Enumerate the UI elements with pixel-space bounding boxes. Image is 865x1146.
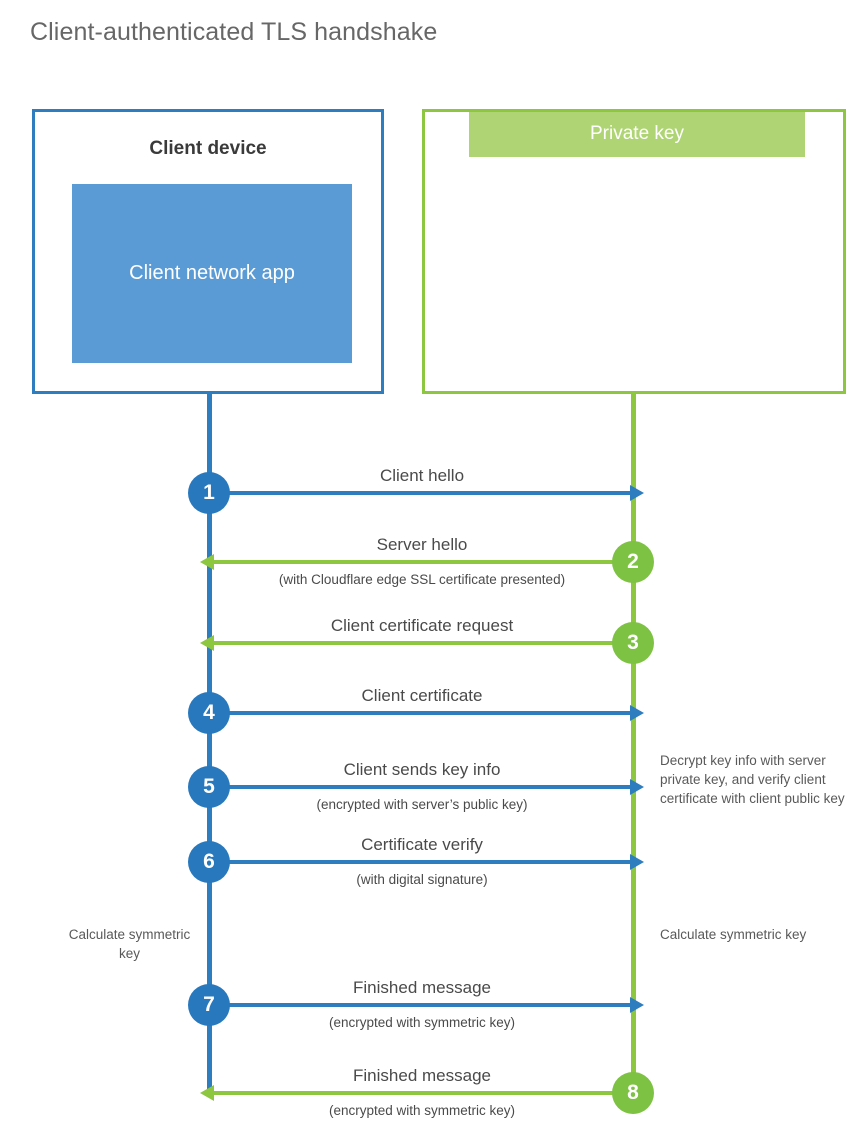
note-server-decrypt: Decrypt key info with server private key…: [660, 753, 845, 807]
step-label-8: Finished message: [353, 1066, 491, 1085]
step-label-6: Certificate verify: [361, 835, 483, 854]
server-lifeline: [631, 394, 636, 1094]
arrow-step-5: [213, 779, 644, 795]
server-item-private-key: Private key: [469, 112, 805, 157]
step-sublabel-7: (encrypted with symmetric key): [328, 1015, 516, 1030]
step-label-7: Finished message: [353, 978, 491, 997]
arrow-head-left-icon: [200, 635, 214, 651]
step-circle-6[interactable]: 6: [188, 841, 230, 883]
note-server-calculate-symmetric-key: Calculate symmetric key: [660, 927, 807, 942]
client-network-app-box: Client network app: [72, 184, 352, 363]
step-label-5: Client sends key info: [343, 760, 501, 779]
arrow-head-right-icon: [630, 854, 644, 870]
arrow-head-left-icon: [200, 554, 214, 570]
step-circle-1[interactable]: 1: [188, 472, 230, 514]
arrow-step-3: [200, 635, 631, 651]
step-sublabel-2: (with Cloudflare edge SSL certificate pr…: [278, 572, 566, 587]
arrow-head-right-icon: [630, 485, 644, 501]
page-title: Client-authenticated TLS handshake: [30, 18, 438, 46]
step-sublabel-8: (encrypted with symmetric key): [328, 1103, 516, 1118]
arrow-step-6: [213, 854, 644, 870]
step-circle-8[interactable]: 8: [612, 1072, 654, 1114]
client-lifeline: [207, 394, 212, 1094]
step-circle-4[interactable]: 4: [188, 692, 230, 734]
step-circle-2[interactable]: 2: [612, 541, 654, 583]
arrow-step-8: [200, 1085, 631, 1101]
step-label-2: Server hello: [376, 535, 468, 554]
step-label-4: Client certificate: [361, 686, 483, 705]
arrow-head-left-icon: [200, 1085, 214, 1101]
secure-session-server-panel: Secure session server Secure session mod…: [422, 109, 846, 394]
step-circle-3[interactable]: 3: [612, 622, 654, 664]
step-circle-7[interactable]: 7: [188, 984, 230, 1026]
arrow-step-2: [200, 554, 631, 570]
arrow-step-4: [213, 705, 644, 721]
client-device-panel: Client device Client network app: [32, 109, 384, 394]
step-circle-5[interactable]: 5: [188, 766, 230, 808]
client-device-title: Client device: [149, 138, 267, 159]
arrow-head-right-icon: [630, 779, 644, 795]
note-client-calculate-symmetric-key: Calculate symmetric key: [68, 927, 191, 962]
arrow-head-right-icon: [630, 705, 644, 721]
step-label-1: Client hello: [379, 466, 465, 485]
step-sublabel-5: (encrypted with server’s public key): [316, 797, 528, 812]
arrow-step-1: [213, 485, 644, 501]
arrow-head-right-icon: [630, 997, 644, 1013]
arrow-step-7: [213, 997, 644, 1013]
step-label-3: Client certificate request: [330, 616, 514, 635]
step-sublabel-6: (with digital signature): [356, 872, 488, 887]
